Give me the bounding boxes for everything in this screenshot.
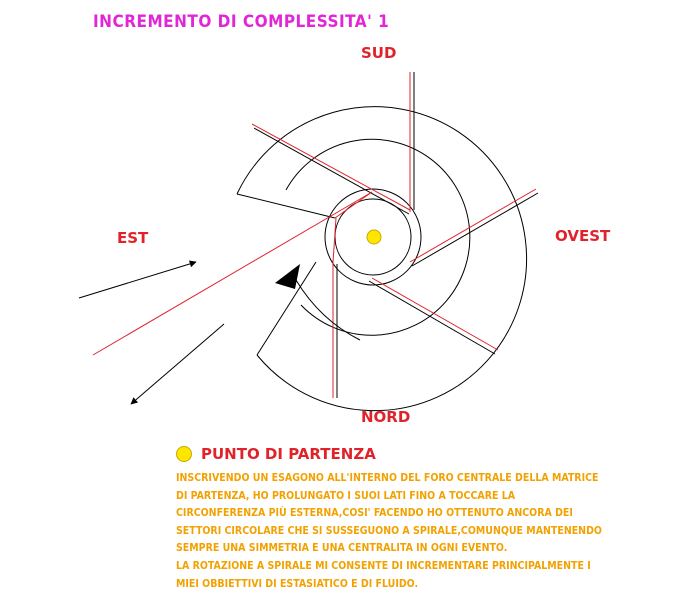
middle-ring-arc [285,138,471,336]
direction-label-est: EST [117,229,149,247]
description-text: INSCRIVENDO UN ESAGONO ALL'INTERNO DEL F… [176,470,616,593]
direction-label-nord: NORD [361,408,411,426]
hexagon-extensions [251,72,539,398]
opening-edge-top [236,193,336,219]
description-line: MIEI OBBIETTIVI DI ESTASIATICO E DI FLUI… [176,577,419,590]
legend-label: PUNTO DI PARTENZA [201,445,376,463]
opening-edge-bottom [256,261,317,356]
legend: PUNTO DI PARTENZA [176,445,376,463]
outer-ring-arc [236,106,528,412]
arrow-spiral-head [275,264,300,289]
description-line: CIRCONFERENZA PIù ESTERNA,COSI' FACENDO … [176,507,573,520]
direction-label-sud: SUD [361,44,397,62]
description-line: DI PARTENZA, HO PROLUNGATO I SUOI LATI F… [176,489,516,502]
description-line: SEMPRE UNA SIMMETRIA E UNA CENTRALITA IN… [176,542,508,555]
description-line: SETTORI CIRCOLARE CHE SI SUSSEGUONO A SP… [176,524,602,537]
description-line: LA ROTAZIONE A SPIRALE MI CONSENTE DI IN… [176,559,591,572]
direction-label-ovest: OVEST [555,227,611,245]
starting-point-dot [366,229,382,245]
arrow-in-est [78,260,197,299]
central-hole-outer [324,188,422,286]
diagram-title: INCREMENTO DI COMPLESSITA' 1 [93,12,390,32]
red-projection-line [92,191,373,356]
description-line: INSCRIVENDO UN ESAGONO ALL'INTERNO DEL F… [176,472,599,484]
arrow-spiral-curve [295,279,361,341]
arrow-out-est [130,323,225,405]
legend-dot-icon [176,446,192,462]
